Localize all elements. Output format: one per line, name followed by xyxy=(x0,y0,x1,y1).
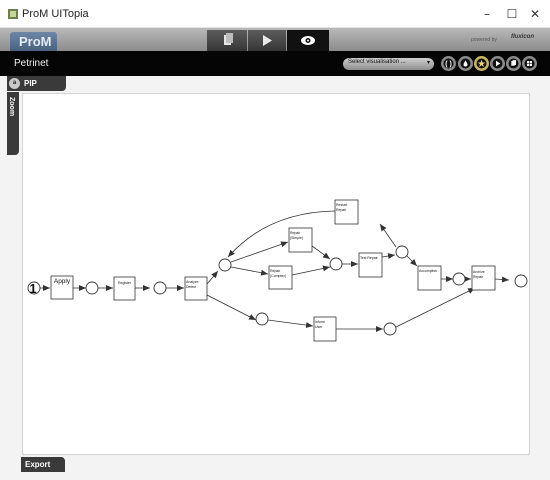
label-apply: Apply xyxy=(54,278,71,285)
arc xyxy=(206,270,219,285)
arc xyxy=(291,265,331,276)
play-icon xyxy=(492,58,503,69)
label-test-repair: Test Repair xyxy=(360,256,379,260)
grid-icon xyxy=(524,58,535,69)
transition-apply[interactable] xyxy=(50,275,74,300)
minimize-button[interactable]: – xyxy=(484,7,490,21)
label-analyze: Analyze xyxy=(186,280,199,284)
arc xyxy=(379,223,397,248)
maximize-button[interactable]: ☐ xyxy=(506,7,518,21)
play-icon xyxy=(263,35,272,46)
transition-inform-user[interactable] xyxy=(313,316,337,342)
arc xyxy=(227,210,336,258)
export-panel-tab[interactable]: Export xyxy=(21,457,65,472)
fluxicon-logo: fluxicon xyxy=(511,34,535,40)
zoom-label: Zoom xyxy=(8,97,15,117)
transition-repair-simple[interactable] xyxy=(288,227,313,253)
label-register: Register xyxy=(118,281,132,285)
label-restart-2: Repair xyxy=(336,208,347,212)
svg-text:( ): ( ) xyxy=(445,61,452,68)
view-title: Petrinet xyxy=(14,58,49,69)
label-defect: Defect xyxy=(186,285,196,289)
copy-icon xyxy=(508,58,519,69)
place-end[interactable] xyxy=(514,274,528,288)
info-button[interactable]: ( ) xyxy=(441,56,456,71)
arc xyxy=(406,255,418,267)
visualisation-select-value: Select visualisation ... xyxy=(348,59,406,65)
transition-analyze-defect[interactable] xyxy=(184,276,208,301)
tab-views[interactable] xyxy=(287,30,329,51)
place[interactable] xyxy=(218,258,232,272)
favorite-button[interactable] xyxy=(474,56,489,71)
label-accomplish: Accomplish xyxy=(419,269,437,273)
label-repair-simple-2: (Simple) xyxy=(290,236,303,240)
label-repair-complex-2: (Complex) xyxy=(270,274,286,278)
place[interactable] xyxy=(383,322,397,336)
label-archive-2: Repair xyxy=(473,275,484,279)
place[interactable] xyxy=(452,272,466,286)
close-button[interactable]: ✕ xyxy=(529,7,541,21)
grid-button[interactable] xyxy=(522,56,537,71)
bottom-strip xyxy=(0,472,550,480)
pip-label: PIP xyxy=(24,79,37,88)
arc xyxy=(206,294,257,321)
place-start[interactable] xyxy=(27,281,41,295)
arc xyxy=(381,253,396,260)
pip-badge: a xyxy=(9,78,20,89)
transition-archive-repair[interactable] xyxy=(471,265,496,291)
label-inform: Inform xyxy=(315,320,325,324)
tab-workspace[interactable] xyxy=(207,30,247,51)
places xyxy=(27,245,528,336)
arc xyxy=(230,241,289,263)
petri-net-canvas[interactable]: 1 Apply Register Analyze Defect Repair (… xyxy=(22,93,530,455)
initial-token-count: 1 xyxy=(29,281,36,296)
arc xyxy=(395,287,476,328)
place[interactable] xyxy=(395,245,409,259)
powered-by-label: powered by xyxy=(471,37,497,43)
eye-icon xyxy=(301,36,315,45)
view-header: Petrinet Select visualisation ... ▾ ( ) xyxy=(0,51,550,76)
label-restart-1: Restart xyxy=(336,203,347,207)
drop-icon xyxy=(460,58,471,69)
window-title: ProM UITopia xyxy=(22,8,89,20)
label-repair-complex-1: Repair xyxy=(270,269,281,273)
copy-button[interactable] xyxy=(506,56,521,71)
zoom-panel-tab[interactable]: Zoom xyxy=(7,92,19,155)
star-icon xyxy=(476,58,487,69)
petri-net-graph[interactable]: 1 Apply Register Analyze Defect Repair (… xyxy=(23,94,529,454)
transition-accomplish[interactable] xyxy=(417,265,442,291)
prom-logo-text: ProM xyxy=(19,34,52,49)
tab-actions[interactable] xyxy=(248,30,286,51)
arc xyxy=(267,319,314,329)
export-label: Export xyxy=(25,460,51,469)
main-toolbar: ProM powered by fluxicon xyxy=(0,28,550,51)
chevron-down-icon: ▾ xyxy=(426,60,430,66)
transition-register[interactable] xyxy=(113,276,136,301)
transition-test-repair[interactable] xyxy=(358,252,383,278)
visualisation-select[interactable]: Select visualisation ... ▾ xyxy=(343,58,434,70)
label-repair-simple-1: Repair xyxy=(290,231,301,235)
place[interactable] xyxy=(329,257,343,271)
drop-button[interactable] xyxy=(458,56,473,71)
label-user: User xyxy=(315,325,323,329)
play-button[interactable] xyxy=(490,56,505,71)
prom-logo: ProM xyxy=(10,32,57,51)
arc xyxy=(494,276,510,283)
prom-app-icon xyxy=(8,9,18,19)
window-title-bar: ProM UITopia – ☐ ✕ xyxy=(0,0,550,28)
place[interactable] xyxy=(255,312,269,326)
transition-labels: Apply Register Analyze Defect Repair (Si… xyxy=(54,203,485,329)
place[interactable] xyxy=(153,281,167,295)
arc xyxy=(311,245,331,260)
label-archive-1: Archive xyxy=(473,270,485,274)
transition-restart-repair[interactable] xyxy=(334,199,359,225)
arcs xyxy=(40,210,510,332)
place[interactable] xyxy=(85,281,99,295)
pip-panel-tab[interactable]: a PIP xyxy=(7,76,66,91)
transitions xyxy=(50,199,496,342)
info-icon: ( ) xyxy=(443,58,454,69)
documents-icon xyxy=(224,33,233,45)
arc xyxy=(230,266,269,276)
transition-repair-complex[interactable] xyxy=(268,265,293,290)
